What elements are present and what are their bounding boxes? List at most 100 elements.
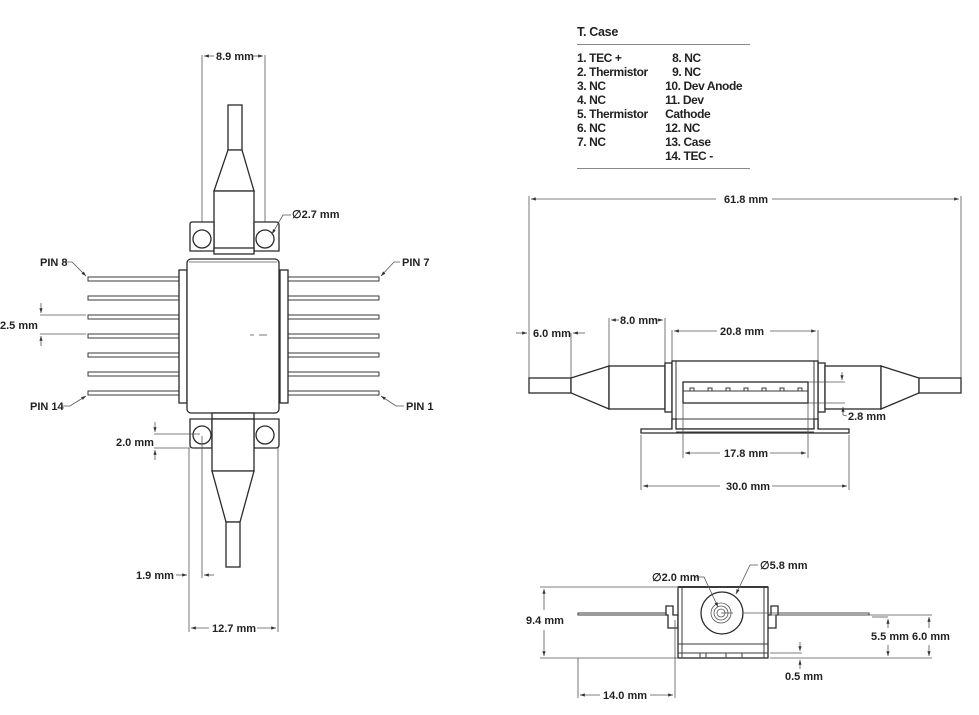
pin-strip-right — [279, 269, 289, 404]
boot-taper-bottom — [211, 470, 255, 523]
leader-line — [62, 395, 87, 407]
pin-entry: 10. Dev Anode — [665, 79, 743, 93]
boot-right — [824, 365, 882, 410]
pin-lead — [281, 371, 380, 377]
leader-line — [66, 261, 87, 277]
pin-lead — [281, 333, 380, 339]
dim-pin-span: 17.8 mm — [724, 448, 768, 460]
pin-lead — [87, 333, 186, 339]
label-pin-7: PIN 7 — [402, 257, 430, 269]
pin-entry: 4. NC — [577, 93, 606, 107]
pin-entry: 9. NC — [672, 65, 701, 79]
pin-table-left-column: 1. TEC + 2. Thermistor 3. NC 4. NC 5. Th… — [577, 51, 665, 163]
pin-lead — [87, 390, 186, 396]
pin-stub — [707, 387, 713, 392]
dim-width-holes: 8.9 mm — [216, 51, 254, 63]
pin-lead — [577, 612, 674, 616]
dim-hole-diameter: ∅2.7 mm — [292, 209, 340, 221]
fiber-left — [528, 377, 572, 394]
dim-pin-height-b: 6.0 mm — [912, 631, 950, 643]
pin-stub — [761, 387, 767, 392]
pin-stubs — [689, 387, 803, 392]
flange-side — [640, 418, 850, 434]
pin-entry: 1. TEC + — [577, 51, 622, 65]
pin-stub — [779, 387, 785, 392]
pin-row — [682, 381, 809, 404]
pin-entry: 6. NC — [577, 121, 606, 135]
pin-entry: 11. Dev Cathode — [665, 93, 711, 121]
pin-lead — [87, 276, 186, 282]
dim-hole-horizontal: 1.9 mm — [136, 570, 174, 582]
top-view: 8.9 mm ∅2.7 mm — [0, 51, 434, 635]
dim-body-length: 20.8 mm — [720, 326, 764, 338]
pin-entry: 5. Thermistor — [577, 107, 648, 121]
pin-entry: 13. Case — [665, 135, 711, 149]
mounting-hole — [255, 229, 275, 249]
boot-collar-left — [664, 362, 673, 413]
boot-collar — [211, 412, 255, 420]
dim-fiber-end: 6.0 mm — [533, 328, 571, 340]
boot-left — [608, 365, 666, 410]
fiber-bottom — [225, 521, 241, 568]
dim-pin-pitch: 2.5 mm — [0, 320, 38, 332]
leader-line — [735, 564, 758, 595]
dim-pin-row-height: 2.8 mm — [848, 411, 886, 423]
boot-taper-left — [570, 365, 610, 410]
pin-entry: 2. Thermistor — [577, 65, 648, 79]
pin-stub — [797, 387, 803, 392]
pin-lead — [281, 276, 380, 282]
leader-line — [271, 214, 291, 235]
dim-hole-vertical: 2.0 mm — [116, 437, 154, 449]
dim-flange-length: 30.0 mm — [726, 481, 770, 493]
leader-line — [380, 395, 404, 407]
mounting-hole — [255, 425, 275, 445]
dim-base-offset: 0.5 mm — [785, 671, 823, 683]
dim-overall-length: 61.8 mm — [724, 194, 768, 206]
pin-lead — [87, 295, 186, 301]
pin-entry: 12. NC — [665, 121, 701, 135]
boot-collar — [213, 247, 255, 255]
pin-entry: 14. TEC - — [665, 149, 713, 163]
label-pin-1: PIN 1 — [406, 401, 434, 413]
pin-stub — [689, 387, 695, 392]
pins-left — [87, 276, 186, 396]
fiber-top — [227, 104, 243, 151]
boot-collar-right — [817, 362, 826, 413]
pin-lead — [281, 295, 380, 301]
boot-bottom — [211, 418, 255, 472]
pin-lead — [281, 390, 380, 396]
fiber-right — [918, 377, 962, 394]
leader-line — [695, 576, 719, 608]
pin-assignment-table: T. Case 1. TEC + 2. Thermistor 3. NC 4. … — [577, 25, 750, 169]
side-view: 61.8 mm 6.0 mm 8.0 mm 20.8 mm — [516, 194, 962, 493]
boot-top — [213, 190, 255, 252]
pin-entry: 8. NC — [672, 51, 701, 65]
leader-line — [380, 261, 400, 277]
pin-table-right-column: 8. NC 9. NC 10. Dev Anode 11. Dev Cathod… — [665, 51, 750, 163]
pin-lead — [281, 352, 380, 358]
pin-lead — [281, 314, 380, 320]
dim-boot-diameter: ∅5.8 mm — [760, 560, 808, 572]
pin-stub — [743, 387, 749, 392]
pin-stub — [725, 387, 731, 392]
pin-lead — [87, 371, 186, 377]
pin-strip-left — [178, 269, 188, 404]
dim-boot-length: 8.0 mm — [620, 315, 658, 327]
pin-entry: 3. NC — [577, 79, 606, 93]
pin-lead — [87, 352, 186, 358]
pin-entry: 7. NC — [577, 135, 606, 149]
pin-table-columns: 1. TEC + 2. Thermistor 3. NC 4. NC 5. Th… — [577, 51, 750, 169]
pins-right — [281, 276, 380, 396]
boot-taper-right — [880, 365, 920, 410]
dim-flange-width: 12.7 mm — [212, 623, 256, 635]
boot-taper-top — [213, 149, 255, 192]
label-pin-8: PIN 8 — [40, 257, 68, 269]
dim-overall-height: 9.4 mm — [526, 615, 564, 627]
label-pin-14: PIN 14 — [30, 401, 65, 413]
dim-fiber-diameter: ∅2.0 mm — [652, 572, 700, 584]
package-body — [186, 258, 280, 414]
leader-line — [842, 412, 848, 417]
pin-lead — [87, 314, 186, 320]
side-tab-left — [665, 605, 679, 629]
